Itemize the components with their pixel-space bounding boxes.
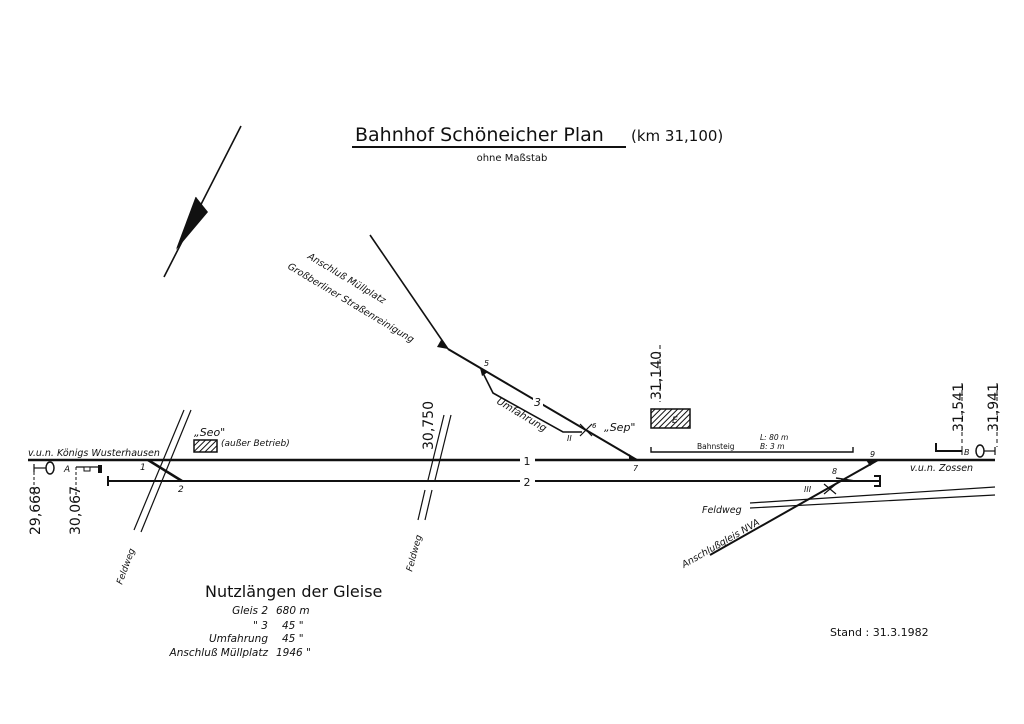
signal-icon (76, 465, 102, 473)
umfahrung-track (480, 368, 582, 433)
ausser-betrieb-label: (außer Betrieb) (221, 439, 290, 449)
track-3-label: 3 (534, 396, 541, 409)
switch-marker (437, 340, 448, 349)
track-iii-label: III (804, 485, 812, 494)
seo-building (193, 439, 218, 453)
signal-a-label: A (63, 465, 70, 475)
signal-b-label: B (964, 448, 970, 457)
nutzlaenge-name: " 3 (253, 620, 268, 632)
subtitle: ohne Maßstab (477, 153, 548, 164)
anschlussgleis-nva-track (709, 459, 879, 556)
anschlussgleis-nva-label: Anschlußgleis NVA (679, 517, 762, 571)
km-marker-31541: 31,541 (951, 383, 967, 432)
switch-7-label: 7 (633, 464, 639, 473)
direction-left: v.u.n. Königs Wusterhausen (28, 448, 160, 459)
feldweg-label: Feldweg (702, 505, 742, 516)
nutzlaenge-value: 680 m (276, 605, 310, 617)
km-marker-29668: 29,668 (28, 486, 44, 535)
nutzlaengen-table: Gleis 2 680 m " 3 45 " Umfahrung 45 " An… (169, 605, 311, 659)
seo-label: „Seo" (194, 426, 225, 439)
signal-icon (975, 444, 996, 458)
derailer-icon (579, 423, 593, 437)
page-title: Bahnhof Schöneicher Plan (355, 124, 604, 146)
bahnsteig-label: Bahnsteig (697, 442, 735, 451)
km-marker-30067: 30,067 (68, 486, 84, 535)
feldweg-right (749, 486, 996, 509)
switch-1-2 (147, 458, 183, 483)
nutzlaenge-name: Umfahrung (209, 633, 268, 645)
derailer-icon (823, 483, 837, 495)
nutzlaenge-name: Gleis 2 (232, 605, 268, 617)
km-marker-31941: 31,941 (986, 383, 1002, 432)
signal-icon (935, 443, 963, 455)
title-km: (km 31,100) (631, 127, 723, 145)
switch-9-label: 9 (870, 450, 875, 459)
nutzlaenge-value: 45 " (282, 620, 304, 632)
km-marker-30750: 30,750 (421, 401, 437, 450)
nutzlaenge-value: 1946 " (276, 647, 311, 659)
switch-2-label: 2 (178, 485, 184, 495)
track-1-label: 1 (524, 455, 531, 468)
switch-marker (629, 454, 637, 460)
track-3-gap (533, 396, 543, 407)
switch-1-label: 1 (140, 463, 146, 473)
bahnsteig-platform (650, 447, 854, 453)
feldweg-label: Feldweg (405, 534, 424, 573)
sep-building (650, 408, 691, 429)
switch-marker (866, 460, 878, 466)
feldweg-label: Feldweg (115, 547, 137, 586)
km-marker-31140: 31,140 (649, 351, 665, 400)
stand-date: Stand : 31.3.1982 (830, 626, 929, 639)
building-e-label: E (672, 416, 678, 426)
bahnsteig-width: B: 3 m (760, 442, 785, 451)
feldweg-left (133, 409, 192, 533)
sep-label: „Sep" (604, 421, 636, 434)
anschluss-muellplatz-track (369, 234, 449, 350)
switch-8-label: 8 (832, 467, 837, 476)
buffer-stop (874, 475, 881, 487)
direction-right: v.u.n. Zossen (910, 463, 973, 474)
signal-icon (33, 461, 55, 475)
feldweg-middle (417, 414, 452, 521)
switch-5-label: 5 (484, 359, 489, 368)
nutzlaenge-value: 45 " (282, 633, 304, 645)
nutzlaenge-name: Anschluß Müllplatz (169, 647, 269, 659)
track-2-label: 2 (524, 476, 531, 489)
north-arrow-icon (163, 125, 242, 278)
switch-6-label: 6 (592, 422, 597, 430)
track-ii-label: II (567, 434, 572, 443)
bahnsteig-length: L: 80 m (760, 433, 788, 442)
nutzlaengen-heading: Nutzlängen der Gleise (205, 582, 382, 601)
siding-connection (835, 477, 856, 482)
